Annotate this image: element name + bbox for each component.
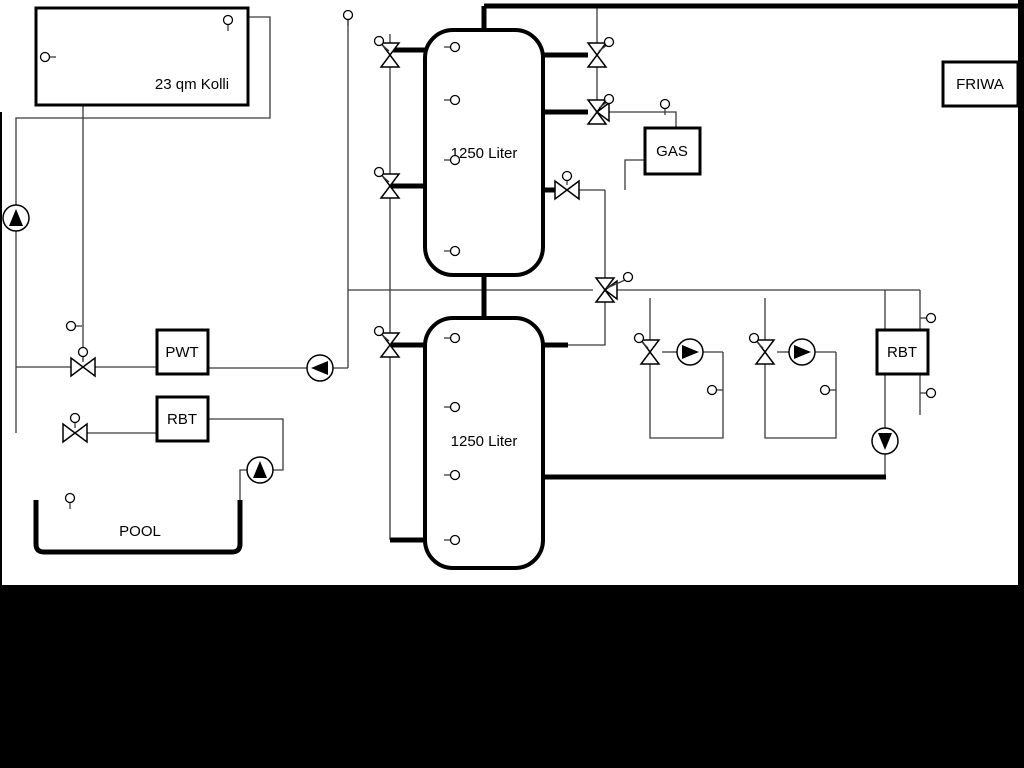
gas-boiler-box <box>643 126 702 176</box>
connection-line <box>764 352 837 439</box>
pwt-box <box>155 328 210 376</box>
sensor-icon <box>603 36 615 48</box>
buffer-tank-top <box>423 28 545 277</box>
gas-boiler-label: GAS <box>656 143 688 160</box>
sensor-icon <box>748 332 760 344</box>
buffer-tank-bottom <box>423 316 545 570</box>
pool-label: POOL <box>119 523 161 540</box>
sensor-icon <box>603 93 615 105</box>
sensor-icon <box>622 271 634 283</box>
pump-icon <box>676 338 704 366</box>
pump-icon <box>788 338 816 366</box>
rbt-right-label: RBT <box>887 344 917 361</box>
pool-shape <box>33 500 243 555</box>
sensor-icon <box>373 35 385 47</box>
solar-collector-box <box>34 6 250 107</box>
rbt-left-label: RBT <box>167 411 197 428</box>
pump-icon <box>246 456 274 484</box>
connection-line <box>649 352 724 439</box>
sensor-icon <box>373 325 385 337</box>
friwa-label: FRIWA <box>956 76 1004 93</box>
connection-lines <box>15 8 921 540</box>
main-pipes <box>390 3 1021 543</box>
sensor-icon <box>633 332 645 344</box>
friwa-box <box>941 60 1020 108</box>
rbt-right-box <box>875 328 930 376</box>
solar-collector-label: 23 qm Kolli <box>155 76 229 93</box>
rbt-left-box <box>155 395 210 443</box>
sensor-icon <box>69 412 81 424</box>
connection-line <box>624 159 645 190</box>
sensor-icon <box>77 346 89 358</box>
left-mask <box>0 112 2 585</box>
connection-line <box>600 111 677 128</box>
valve-actuators <box>69 35 764 428</box>
connection-line <box>208 418 284 502</box>
buffer-tank-top-label: 1250 Liter <box>451 145 518 162</box>
pump-icon <box>2 204 30 232</box>
sensor-icon <box>373 166 385 178</box>
connection-line <box>568 302 606 346</box>
buffer-tank-bottom-label: 1250 Liter <box>451 433 518 450</box>
pump-icon <box>306 354 334 382</box>
right-mask <box>1018 0 1024 585</box>
sensor-icon <box>561 170 573 182</box>
bottom-mask <box>0 585 1024 768</box>
pump-icon <box>871 427 899 455</box>
pwt-label: PWT <box>165 344 198 361</box>
